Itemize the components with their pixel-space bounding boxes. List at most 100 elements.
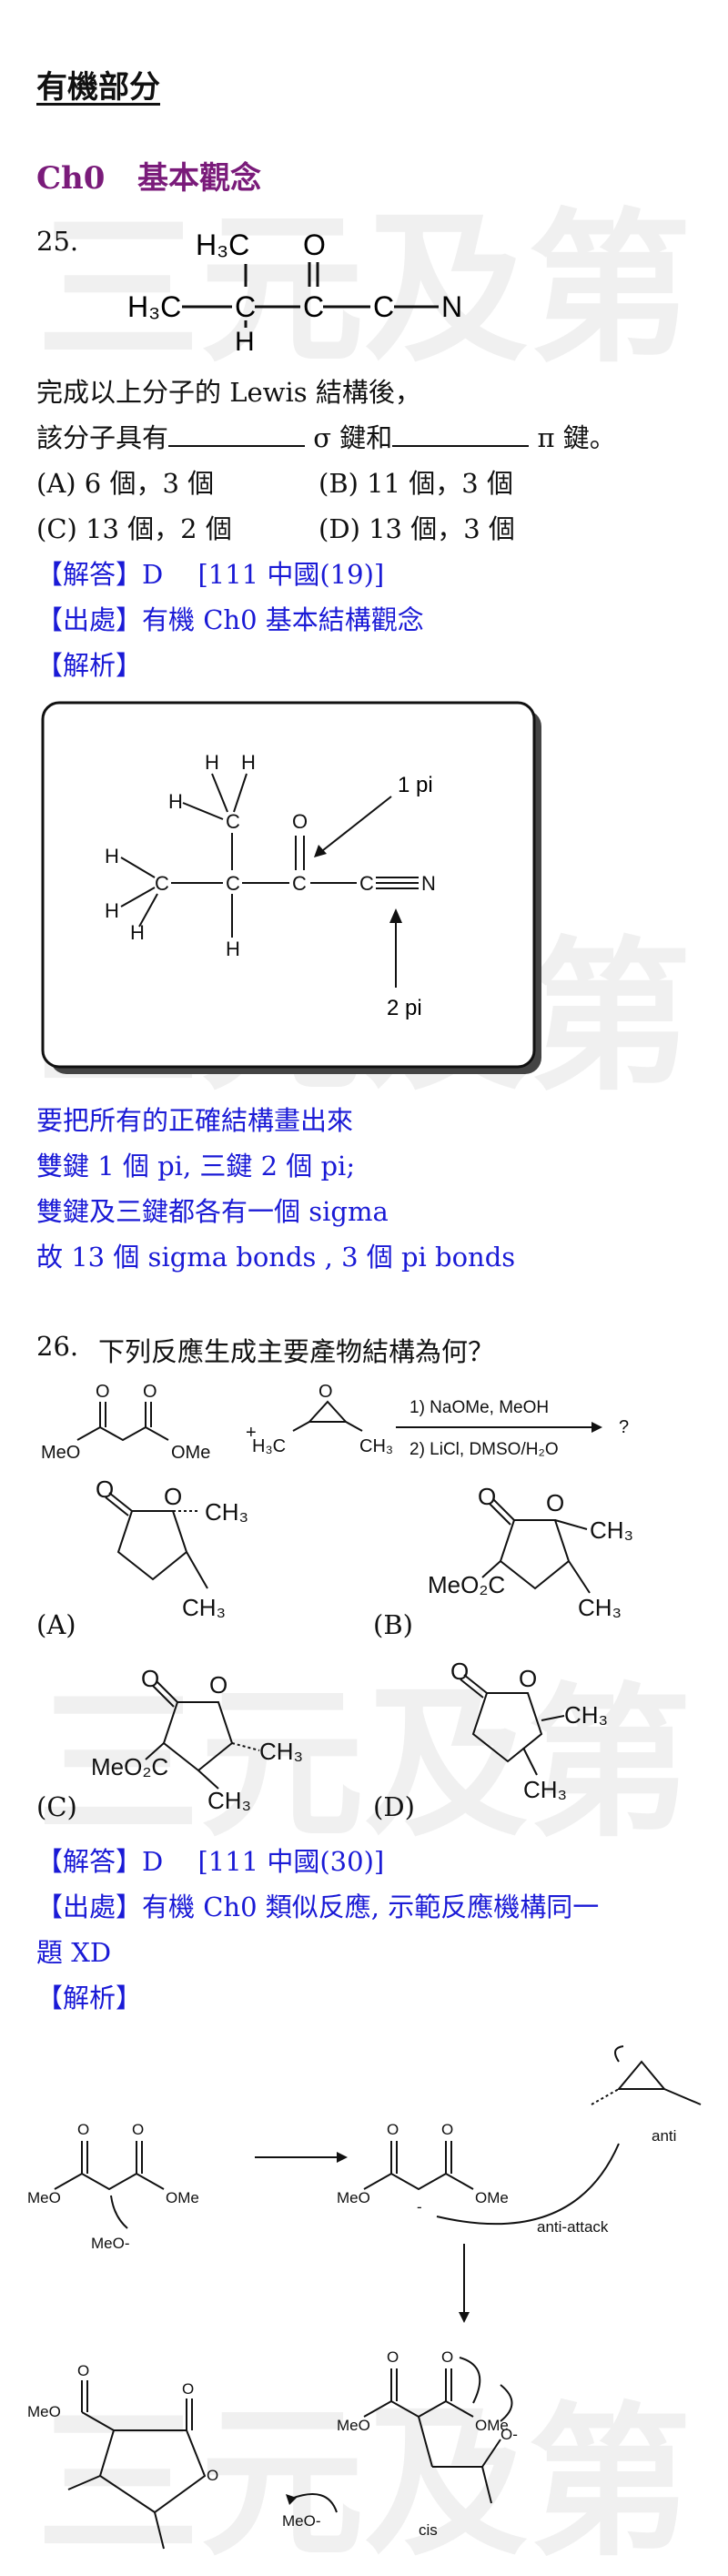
svg-text:OMe: OMe — [475, 2189, 509, 2206]
svg-text:CH₃: CH₃ — [523, 1776, 567, 1802]
watermark: 三元及第 — [36, 1673, 692, 1856]
q26-choice-d[interactable]: (D) — [373, 1791, 415, 1822]
q26-mechanism: O O MeO OMe MeO- O O MeO OMe - anti anti… — [27, 2045, 702, 2550]
q25-analysis-label: 【解析】 — [36, 650, 143, 681]
section-title: 有機部分 — [36, 69, 160, 106]
atom-label: C — [373, 290, 394, 323]
h3c-label: H₃C — [252, 1436, 286, 1456]
meo-label: MeO — [41, 1443, 80, 1463]
cis-label: cis — [419, 2521, 438, 2539]
watermark-text: 三元及第 — [36, 198, 692, 381]
watermark: 三元及第 — [36, 2392, 692, 2575]
q26-choice-a[interactable]: (A) — [36, 1609, 76, 1640]
q25-number: 25. — [36, 226, 79, 257]
alkoxide-label: O- — [500, 2426, 518, 2443]
svg-text:O: O — [441, 2348, 453, 2366]
q25-blank-pi — [392, 425, 530, 447]
q26-analysis-label: 【解析】 — [36, 1983, 143, 2013]
atom-c: C — [359, 872, 374, 895]
atom-h: H — [241, 751, 256, 774]
svg-text:O: O — [441, 2121, 453, 2138]
svg-text:CH₃: CH₃ — [590, 1516, 633, 1544]
pi-label-1: 1 pi — [398, 773, 433, 797]
q25-option-c[interactable]: (C) 13 個，2 個 — [36, 513, 232, 544]
svg-text:CH₃: CH₃ — [578, 1594, 622, 1621]
q25-line2: 該分子具有 σ 鍵和 π 鍵。 — [36, 417, 616, 455]
svg-text:O: O — [546, 1489, 564, 1516]
q25-explanation-1: 要把所有的正確結構畫出來 — [36, 1105, 354, 1136]
svg-text:MeO: MeO — [337, 2189, 370, 2206]
atom-h: H — [205, 751, 219, 774]
watermark: 三元及第 — [36, 198, 692, 381]
svg-text:CH₃: CH₃ — [564, 1701, 608, 1729]
watermark-text: 三元及第 — [36, 1673, 692, 1856]
atom-h: H — [168, 790, 183, 813]
svg-text:O: O — [207, 2467, 218, 2484]
q26-source-line2: 題 XD — [36, 1937, 112, 1968]
q25-lewis-diagram: H H H C H C C H H H C O C N 1 pi 2 pi — [41, 701, 541, 1074]
svg-text:O: O — [519, 1665, 537, 1692]
q25-line1: 完成以上分子的 Lewis 結構後， — [36, 377, 421, 408]
chapter-heading: Ch0 基本觀念 — [36, 153, 261, 198]
svg-text:MeO: MeO — [27, 2189, 61, 2206]
q26-question: 下列反應生成主要產物結構為何？ — [98, 1336, 495, 1367]
choice-a-structure: O O CH₃ CH₃ — [96, 1479, 248, 1621]
choice-d-structure: O O CH₃ CH₃ — [450, 1658, 608, 1802]
svg-text:MeO: MeO — [27, 2403, 61, 2420]
q25-blank-sigma — [168, 425, 306, 447]
svg-text:O: O — [77, 2121, 89, 2138]
atom-label: O — [303, 228, 326, 261]
q26-choice-c[interactable]: (C) — [36, 1791, 77, 1822]
chapter-name: 基本觀念 — [136, 160, 261, 197]
q25-molecule: H₃C H₃C C H C O C N — [127, 228, 462, 355]
svg-text:CH₃: CH₃ — [259, 1738, 303, 1765]
watermark-text: 三元及第 — [36, 2392, 692, 2575]
atom-c: C — [226, 872, 240, 895]
atom-label: H₃C — [196, 228, 249, 261]
svg-text:O: O — [132, 2121, 144, 2138]
q26-choice-b[interactable]: (B) — [373, 1609, 413, 1640]
choice-c-structure: O O CH₃ CH₃ MeO₂C — [91, 1665, 303, 1811]
anti-label: anti — [652, 2127, 676, 2145]
svg-text:O: O — [387, 2121, 399, 2138]
q25-option-b[interactable]: (B) 11 個，3 個 — [318, 468, 513, 499]
svg-text:O: O — [141, 1665, 159, 1692]
atom-h: H — [130, 921, 145, 944]
svg-text:CH₃: CH₃ — [205, 1498, 248, 1526]
q26-answer: 【解答】D [111 中國(30)] — [36, 1846, 385, 1877]
plus-sign: + — [246, 1423, 257, 1443]
carbanion-minus: - — [417, 2198, 422, 2216]
atom-label: H₃C — [127, 290, 181, 323]
atom-h: H — [105, 899, 119, 922]
svg-text:MeO₂C: MeO₂C — [91, 1753, 168, 1780]
q25-option-a[interactable]: (A) 6 個，3 個 — [36, 468, 215, 499]
atom-label: C — [235, 290, 256, 323]
q25-option-d[interactable]: (D) 13 個，3 個 — [318, 513, 515, 544]
ch3-label: CH₃ — [359, 1436, 393, 1456]
svg-text:O: O — [164, 1483, 182, 1510]
atom-label: C — [303, 290, 324, 323]
q25-line2-c: π 鍵。 — [537, 422, 616, 453]
q25-answer: 【解答】D [111 中國(19)] — [36, 559, 385, 590]
condition-2: 2) LiCl, DMSO/H₂O — [410, 1440, 559, 1459]
choice-b-structure: O O CH₃ CH₃ MeO₂C — [428, 1483, 633, 1621]
svg-text:O: O — [77, 2362, 89, 2379]
svg-text:MeO₂C: MeO₂C — [428, 1571, 505, 1598]
question-mark: ? — [619, 1417, 629, 1437]
atom-label: N — [441, 290, 462, 323]
meo-minus-label: MeO- — [91, 2235, 130, 2252]
atom-h: H — [105, 845, 119, 867]
svg-text:MeO: MeO — [337, 2417, 370, 2434]
svg-text:O: O — [96, 1479, 114, 1503]
q25-source: 【出處】有機 Ch0 基本結構觀念 — [36, 604, 424, 635]
atom-o: O — [143, 1382, 157, 1402]
svg-text:O: O — [209, 1671, 228, 1699]
q25-line2-a: 該分子具有 — [36, 422, 169, 453]
atom-c: C — [155, 872, 169, 895]
svg-text:O: O — [450, 1658, 469, 1685]
svg-text:CH₃: CH₃ — [207, 1787, 251, 1811]
q26-number: 26. — [36, 1331, 79, 1362]
q25-explanation-4: 故 13 個 sigma bonds , 3 個 pi bonds — [36, 1242, 516, 1273]
chapter-code: Ch0 — [36, 160, 106, 197]
atom-h: H — [226, 938, 240, 960]
